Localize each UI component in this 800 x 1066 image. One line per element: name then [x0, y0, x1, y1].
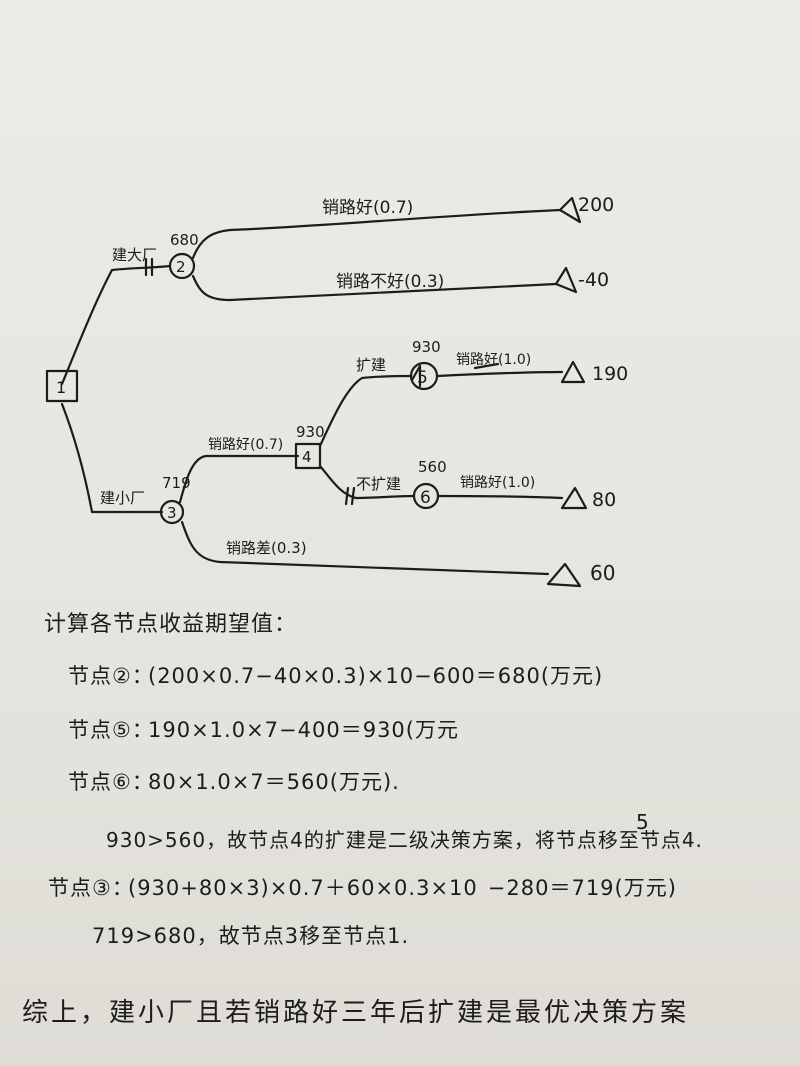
node-4-label: 4	[302, 448, 312, 466]
edge-n4-noexpand	[318, 464, 416, 500]
notes-heading: 计算各节点收益期望值：	[44, 612, 298, 637]
edge-n2-bad	[191, 274, 558, 302]
calc-node-5-label: 节点⑤：	[68, 718, 154, 742]
node-3-label: 3	[167, 504, 177, 522]
payoff-n3-bad: 60	[590, 561, 615, 585]
node-2-value: 680	[170, 231, 199, 249]
payoff-n5: 190	[592, 363, 628, 385]
branch-n2-bad: 销路不好(0.3)	[336, 272, 444, 292]
calc-node-2: 节点②：(200×0.7−40×0.3)×10−600＝680(万元)	[68, 660, 603, 690]
calc-node-3-label: 节点③：	[48, 876, 134, 900]
branch-build-small: 建小厂	[100, 489, 145, 507]
decision-tree-diagram: 1 2 3 4 5 6 680 719 930 930 560 建大厂 建小厂 …	[45, 194, 628, 588]
chance-node-3	[159, 499, 185, 525]
edge-n5-good	[435, 370, 564, 378]
terminal-triangle-2	[554, 266, 578, 294]
calc-node-3-tail: −280＝719(万元)	[487, 876, 677, 900]
terminal-triangle-5	[546, 562, 582, 588]
payoff-n2-good: 200	[578, 194, 614, 216]
edge-root-small	[60, 402, 164, 514]
calc-node-6: 节点⑥：80×1.0×7＝560(万元).	[68, 766, 400, 796]
node-5-value: 930	[412, 338, 441, 356]
node-5-label: 5	[417, 368, 428, 388]
chance-node-5	[409, 361, 439, 391]
branch-n6-good: 销路好(1.0)	[460, 475, 535, 491]
node-2-label: 2	[176, 258, 186, 276]
edge-n6-good	[436, 494, 564, 500]
node-6-label: 6	[420, 488, 431, 508]
calc-node-5-expr: 190×1.0×7−400＝930(万元	[148, 718, 459, 742]
conclusion-text: 综上，建小厂且若销路好三年后扩建是最优决策方案	[22, 998, 690, 1028]
payoff-n6: 80	[592, 489, 616, 511]
terminal-triangle-3	[560, 360, 586, 384]
branch-expand: 扩建	[356, 356, 386, 374]
edge-n2-good	[191, 208, 562, 260]
node-1-label: 1	[56, 378, 66, 397]
node-6-value: 560	[418, 458, 447, 476]
terminal-triangle-4	[560, 486, 588, 510]
comparison-node-3: 719>680，故节点3移至节点1.	[92, 924, 410, 948]
branch-n3-bad: 销路差(0.3)	[226, 539, 307, 557]
node-3-value: 719	[162, 474, 191, 492]
decision-node-4	[294, 442, 322, 470]
inserted-five: 5	[636, 810, 650, 834]
node-4-value: 930	[296, 423, 325, 441]
edge-root-big	[60, 264, 172, 386]
calc-node-2-expr: (200×0.7−40×0.3)×10−600＝680(万元)	[148, 664, 604, 688]
comparison-node-4: 930>560，故节点4的扩建是二级决策方案，将节点移至节点4.	[106, 828, 703, 852]
decision-node-1	[45, 369, 79, 403]
chance-node-2	[168, 252, 196, 280]
branch-n3-good: 销路好(0.7)	[208, 437, 283, 453]
calc-node-3-expr: (930+80×3)×0.7＋60×0.3×10	[128, 876, 478, 900]
terminal-triangle-1	[558, 196, 582, 224]
branch-build-big: 建大厂	[112, 246, 157, 264]
calc-node-6-label: 节点⑥：	[68, 770, 154, 794]
calc-node-6-expr: 80×1.0×7＝560(万元).	[148, 770, 400, 794]
chance-node-6	[412, 482, 440, 510]
calc-node-5: 节点⑤：190×1.0×7−400＝930(万元	[68, 714, 459, 744]
edge-n4-expand	[318, 374, 412, 448]
calc-node-3: 节点③：(930+80×3)×0.7＋60×0.3×10 −280＝719(万元)	[48, 872, 677, 902]
edge-n3-good	[178, 454, 300, 504]
edge-n3-bad	[180, 520, 550, 576]
branch-no-expand: 不扩建	[356, 475, 401, 493]
branch-n5-good: 销路好(1.0)	[456, 352, 531, 368]
payoff-n2-bad: -40	[578, 269, 609, 291]
calc-node-2-label: 节点②：	[68, 664, 154, 688]
branch-n2-good: 销路好(0.7)	[322, 198, 413, 218]
